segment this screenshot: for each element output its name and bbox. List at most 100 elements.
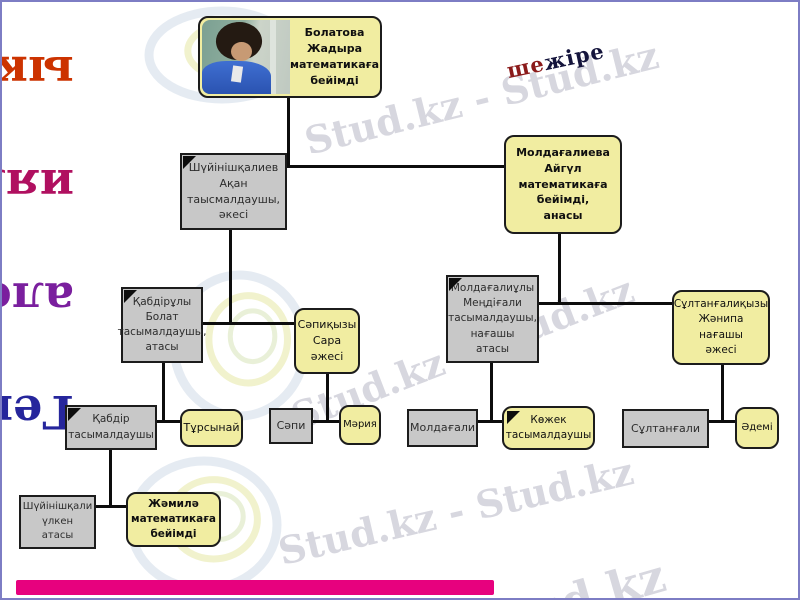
node-label: Молдағали — [410, 411, 475, 445]
node-label-line: Айгүл — [544, 161, 582, 175]
tree-connector-line — [286, 165, 505, 168]
node-label-line: Әдемі — [741, 421, 773, 433]
vertical-wordart-line: иял — [2, 159, 74, 213]
tree-connector-line — [721, 365, 724, 422]
node-label-line: тасымалдаушы, — [448, 312, 537, 325]
tree-node-kabdir: Қабдір тасымалдаушы — [65, 405, 157, 450]
portrait-photo — [202, 20, 290, 94]
footer-accent-bar — [16, 580, 494, 595]
node-label-line: Тұрсынай — [183, 421, 240, 435]
vertical-wordart: Генеалогиялық — [0, 14, 74, 468]
node-label-line: Молдағали — [409, 421, 475, 435]
node-label: Шүйінішқали үлкен атасы — [23, 497, 92, 547]
tree-node-sapi: Сәпи — [269, 408, 313, 444]
node-label-line: Сұлтанғали — [631, 421, 700, 435]
node-label-line: Сәпиқызы — [297, 318, 357, 332]
node-label-line: Қабдірұлы — [132, 295, 192, 308]
watermark-text: Stud.kz — [470, 549, 671, 598]
tree-connector-line — [478, 420, 503, 423]
node-label-line: Жәнипа — [698, 313, 744, 326]
node-label-line: Сара — [312, 334, 342, 348]
tree-node-ademi: Әдемі — [735, 407, 779, 449]
node-label-line: таысмалдаушы, — [186, 192, 281, 206]
node-label-line: тасымалдаушы — [505, 429, 592, 441]
tree-node-tursynai: Тұрсынай — [180, 409, 243, 447]
tree-connector-line — [558, 234, 561, 304]
node-label: Қабдір тасымалдаушы — [68, 407, 154, 448]
tree-connector-line — [157, 420, 181, 423]
node-label-line: Шүйінішқалиев — [188, 160, 279, 174]
page-title-prefix: ше — [504, 50, 547, 84]
node-label-line: математикаға — [518, 177, 608, 191]
corner-fold-icon — [449, 278, 462, 291]
tree-connector-line — [313, 420, 340, 423]
node-label-line: Болат — [145, 310, 179, 323]
node-label-line: нағашы — [470, 327, 515, 340]
node-label-line: Сәпи — [276, 419, 306, 433]
node-label-line: математикаға — [131, 512, 216, 525]
node-label-line: атасы — [41, 530, 74, 542]
node-label: Сұлтанғали — [631, 411, 700, 446]
tree-node-sultangali: Сұлтанғали — [622, 409, 709, 448]
node-label-line: тасымалдаушы — [68, 428, 154, 441]
corner-fold-icon — [507, 411, 520, 424]
node-label-line: атасы — [145, 341, 179, 354]
node-label-line: Сұлтанғалиқызы — [673, 298, 769, 311]
tree-node-kozhek: Көжек тасымалдаушы — [502, 406, 595, 450]
tree-connector-line — [709, 420, 736, 423]
node-label-line: үлкен — [41, 515, 74, 527]
node-label-line: нағашы — [699, 328, 743, 341]
tree-connector-line — [96, 505, 127, 508]
node-label-line: анасы — [543, 209, 583, 223]
node-label-line: бейімді — [150, 528, 197, 541]
node-label: Әдемі — [741, 409, 772, 447]
tree-connector-line — [109, 450, 112, 507]
tree-node-maria: Мәрия — [339, 405, 381, 445]
tree-connector-line — [162, 363, 165, 422]
tree-connector-line — [201, 322, 295, 325]
tree-node-shuinishkali: Шүйінішқали үлкен атасы — [19, 495, 96, 549]
node-label-line: бейімді — [310, 73, 359, 87]
tree-connector-line — [287, 98, 290, 167]
tree-connector-line — [539, 302, 672, 305]
corner-fold-icon — [68, 408, 81, 421]
page-title: шежіре — [504, 38, 606, 83]
node-label: Сәпи — [277, 410, 306, 442]
corner-fold-icon — [124, 290, 137, 303]
node-label-line: Шүйінішқали — [22, 501, 93, 513]
node-label-line: математикаға — [290, 58, 380, 71]
node-label-line: Көжек — [530, 413, 567, 426]
vertical-wordart-line: алог — [2, 272, 74, 326]
node-label-line: Болатова — [304, 26, 365, 40]
vertical-wordart-line: ық — [0, 46, 74, 100]
node-label-line: әжесі — [310, 349, 344, 363]
node-label-line: Қабдір — [92, 413, 130, 426]
node-label-line: атасы — [475, 342, 510, 355]
node-label-line: әкесі — [218, 208, 249, 222]
node-label-line: Жадыра — [307, 42, 363, 56]
watermark-text: Stud.kz - Stud.kz — [274, 448, 638, 574]
tree-node-moldagali: Молдағали — [407, 409, 478, 447]
node-label-line: Молдағалиева — [516, 145, 610, 159]
tree-connector-line — [229, 230, 232, 324]
node-label-line: Меңдіғали — [463, 297, 522, 310]
node-label-line: Ақан — [219, 176, 248, 190]
node-label-line: Мәрия — [343, 418, 377, 430]
node-label: Мәрия — [343, 407, 377, 443]
node-label-line: бейімді, — [536, 193, 590, 207]
corner-fold-icon — [183, 156, 196, 169]
